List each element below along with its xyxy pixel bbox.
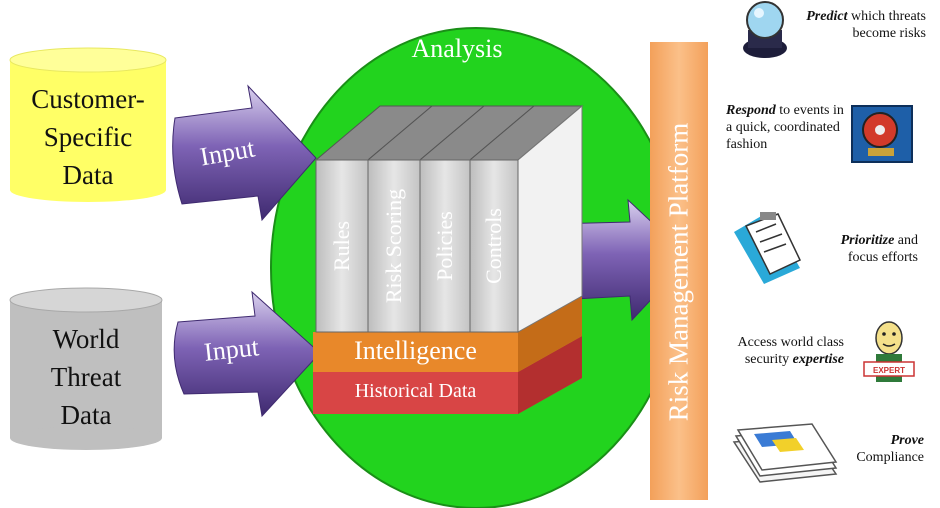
customer-data-label: Customer-Specific Data	[10, 80, 166, 194]
input-arrow-bottom	[173, 290, 321, 418]
input-label-bottom: Input	[202, 332, 261, 367]
spine-rules: Rules	[329, 220, 354, 272]
input-arrow-top	[172, 84, 317, 222]
benefit-prioritize-emph: Prioritize	[840, 233, 895, 248]
intelligence-label: Intelligence	[354, 336, 477, 365]
spine-policies: Policies	[432, 211, 457, 281]
documents-stack-icon	[732, 423, 838, 483]
world-data-text: World Threat Data	[50, 324, 122, 430]
customer-data-cylinder	[9, 47, 167, 202]
world-data-label: World Threat Data	[10, 320, 162, 434]
benefit-expertise-pre: Access world class security	[737, 335, 844, 367]
alarm-bell-icon	[851, 105, 913, 163]
spine-risk-scoring: Risk Scoring	[381, 188, 406, 304]
spine-controls: Controls	[481, 208, 506, 284]
benefit-prioritize-rest: and focus efforts	[847, 233, 918, 265]
customer-data-text: Customer-Specific Data	[31, 84, 145, 190]
svg-text:EXPERT: EXPERT	[873, 366, 905, 375]
benefit-respond: Respond to events in a quick, coordinate…	[726, 102, 844, 153]
benefit-predict: Predict which threats become risks	[806, 8, 926, 42]
benefit-predict-rest: which threats become risks	[847, 9, 926, 41]
benefit-prove: Prove Compliance	[840, 432, 924, 466]
intelligence-layer	[313, 296, 582, 372]
platform-label: Risk Management Platform	[663, 122, 694, 422]
analysis-title: Analysis	[411, 34, 503, 63]
benefit-predict-emph: Predict	[806, 9, 848, 24]
benefit-expertise: Access world class security expertise	[718, 334, 844, 368]
policy-books	[314, 104, 584, 333]
benefit-respond-rest: to events in a quick, coordinated fashio…	[726, 103, 844, 152]
benefit-prove-rest: Compliance	[856, 450, 924, 465]
world-data-cylinder	[9, 287, 163, 450]
clipboard-checklist-icon	[734, 212, 802, 284]
historical-layer	[313, 336, 582, 414]
benefit-prove-emph: Prove	[890, 433, 924, 448]
crystal-ball-icon	[743, 1, 787, 58]
benefit-expertise-emph: expertise	[792, 352, 844, 367]
platform-bar	[650, 42, 708, 500]
benefit-respond-emph: Respond	[726, 103, 776, 118]
historical-label: Historical Data	[354, 380, 477, 402]
expert-person-icon: EXPERT	[863, 321, 915, 382]
benefit-prioritize: Prioritize and focus efforts	[818, 232, 918, 266]
